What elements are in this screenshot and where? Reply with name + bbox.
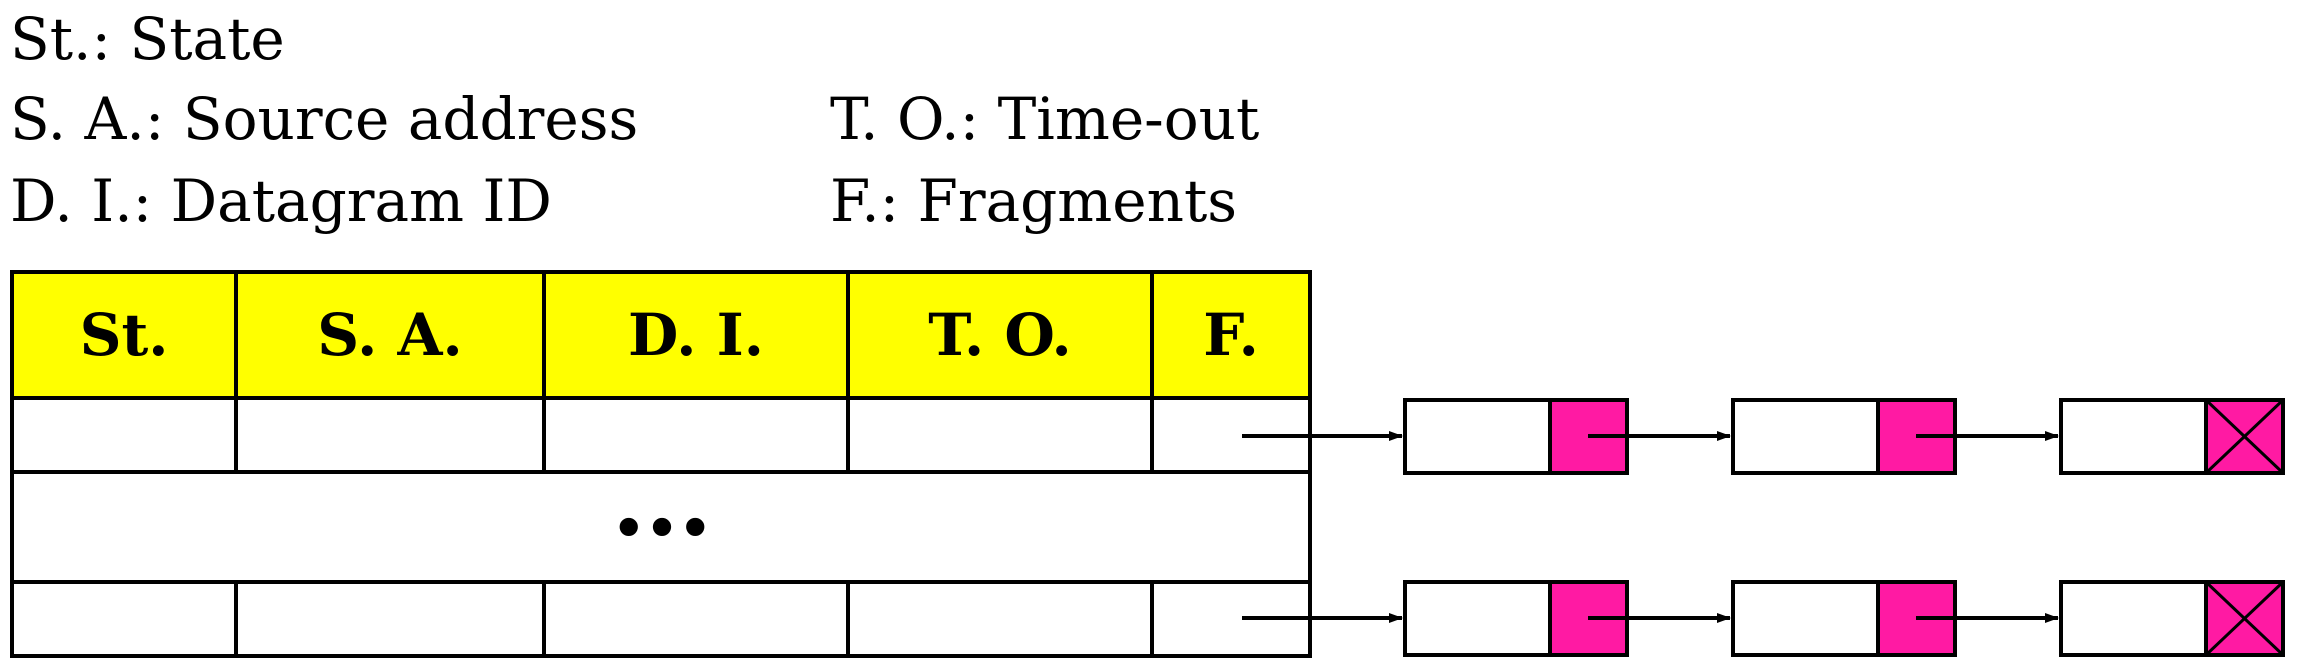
ellipsis: •••: [612, 499, 712, 559]
legend-datagram-id: D. I.: Datagram ID: [10, 167, 552, 235]
fragment-node: [2059, 580, 2285, 657]
table-header-row: St. S. A. D. I. T. O. F.: [10, 270, 1312, 400]
fragment-list: [1242, 398, 2285, 475]
header-source-address: S. A.: [317, 301, 462, 369]
fragment-list: [1242, 580, 2285, 657]
table-header-background: [10, 270, 1312, 400]
header-datagram-id: D. I.: [628, 301, 764, 369]
table-row: [10, 396, 1312, 474]
legend-state: St.: State: [10, 5, 285, 73]
table-ellipsis-row: •••: [10, 470, 1312, 584]
header-time-out: T. O.: [928, 301, 1071, 369]
legend-source-address: S. A.: Source address: [10, 85, 639, 153]
legend-time-out: T. O.: Time-out: [830, 85, 1260, 153]
table-row: [10, 580, 1312, 658]
header-fragments: F.: [1203, 301, 1259, 369]
fragment-node: [2059, 398, 2285, 475]
header-state: St.: [80, 301, 169, 369]
legend-fragments: F.: Fragments: [830, 167, 1238, 235]
